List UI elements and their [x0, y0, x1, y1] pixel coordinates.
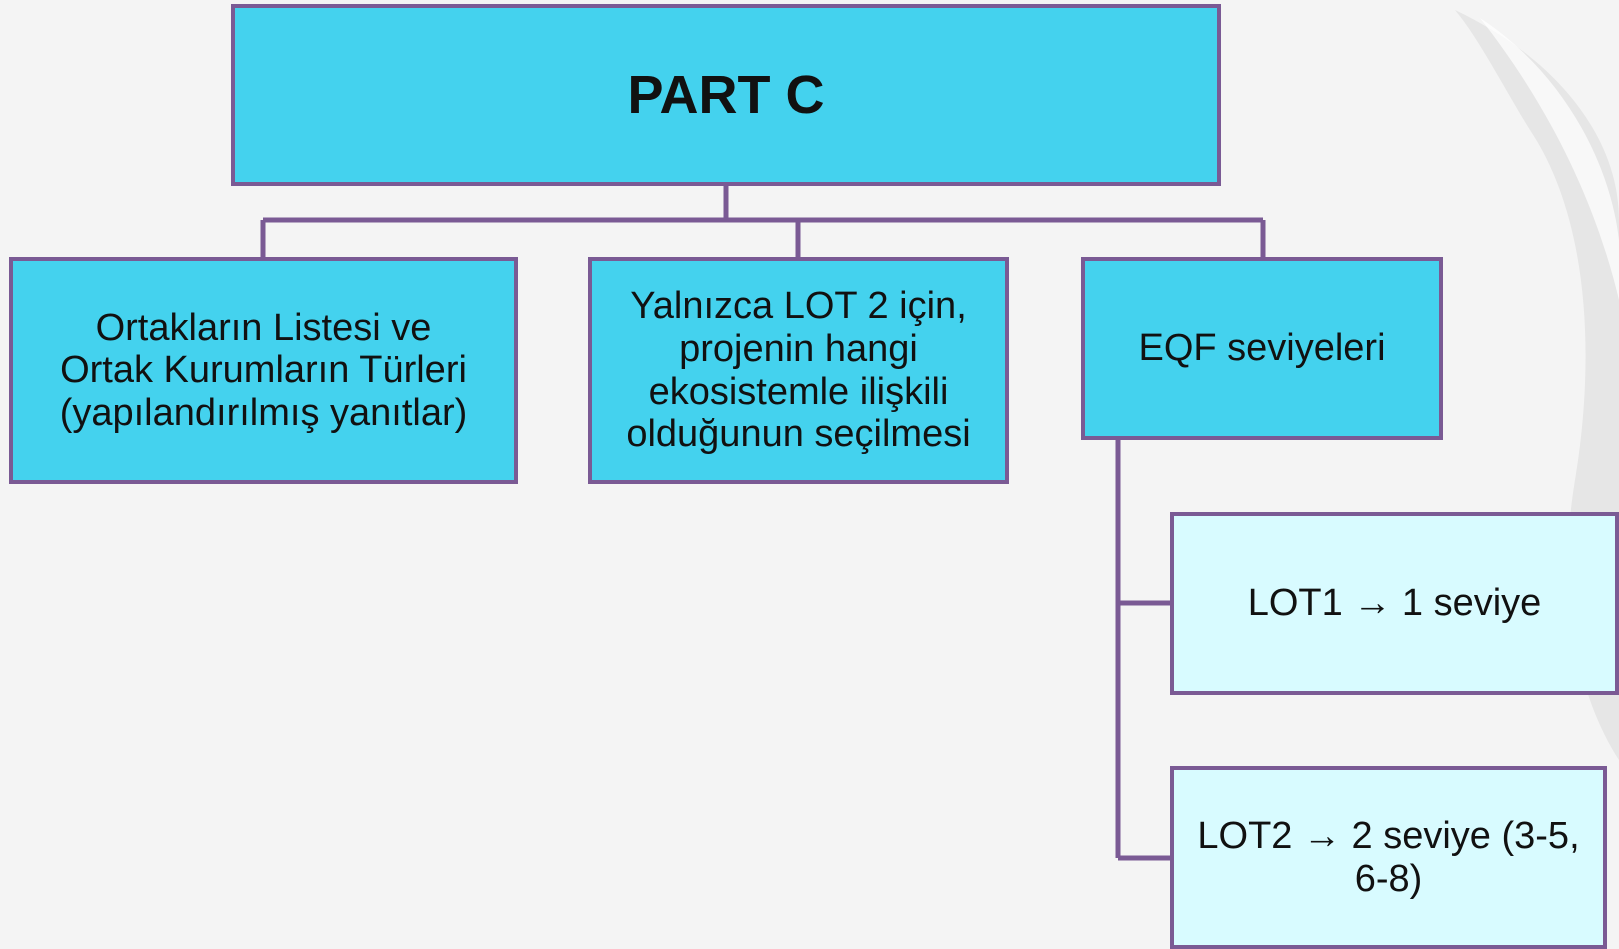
swoosh-highlight	[1480, 18, 1619, 300]
eqf-levels-box: EQF seviyeleri	[1081, 257, 1443, 440]
part-c-root-box: PART C	[231, 4, 1221, 186]
ecosystem-selection-box: Yalnızca LOT 2 için, projenin hangi ekos…	[588, 257, 1009, 484]
lot1-level-label: LOT1 → 1 seviye	[1247, 582, 1542, 625]
ecosystem-selection-label: Yalnızca LOT 2 için, projenin hangi ekos…	[626, 285, 971, 456]
lot2-level-label: LOT2 → 2 seviye (3-5, 6-8)	[1197, 814, 1580, 900]
partners-list-label: Ortakların Listesi ve Ortak Kurumların T…	[59, 306, 468, 434]
lot2-level-box: LOT2 → 2 seviye (3-5, 6-8)	[1170, 766, 1607, 949]
lot1-level-box: LOT1 → 1 seviye	[1170, 512, 1619, 695]
eqf-levels-label: EQF seviyeleri	[1138, 327, 1386, 370]
part-c-title: PART C	[627, 64, 825, 125]
partners-list-box: Ortakların Listesi ve Ortak Kurumların T…	[9, 257, 518, 484]
